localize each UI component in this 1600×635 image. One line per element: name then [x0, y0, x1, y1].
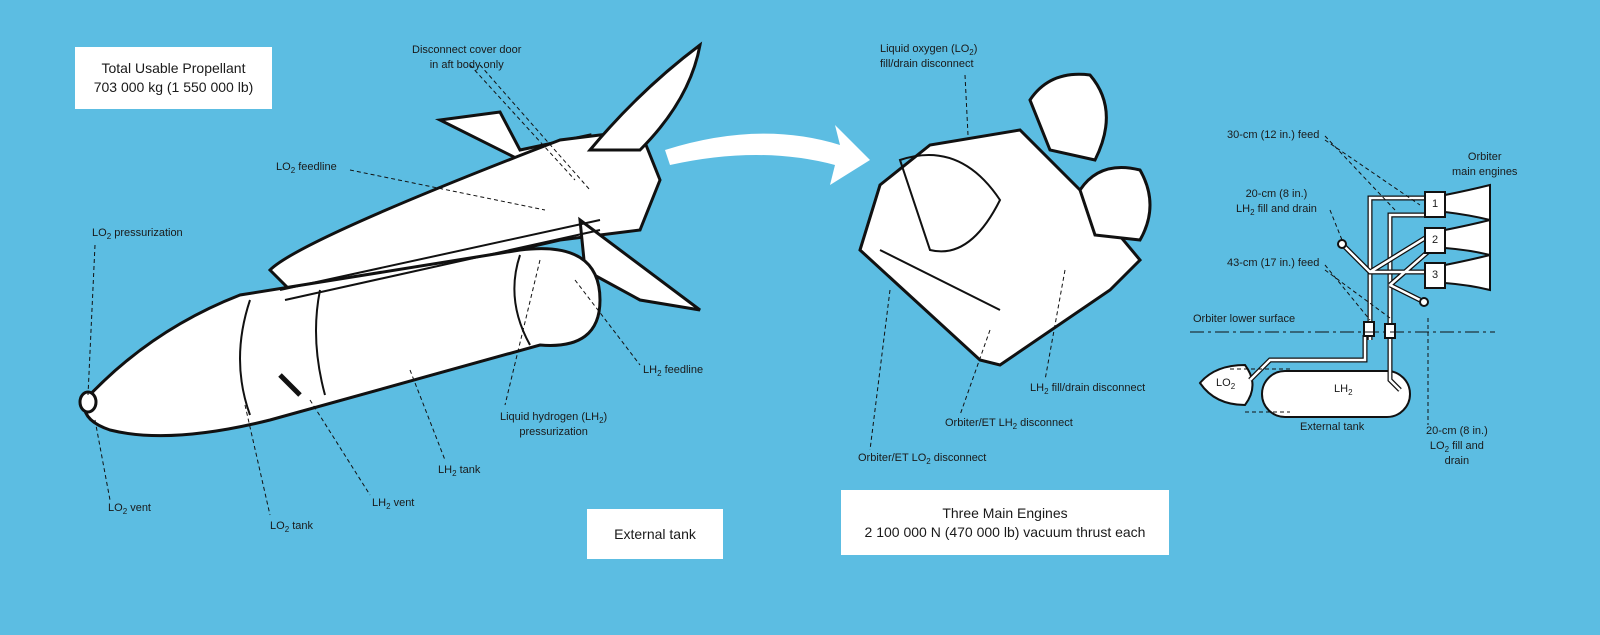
cover-door-line1: Disconnect cover door	[412, 44, 522, 56]
engine-nozzle-2	[1078, 166, 1152, 242]
label-lh2-fill-disconnect: LH2 fill/drain disconnect	[1030, 382, 1146, 396]
label-lh2-pressurization: Liquid hydrogen (LH2) pressurization	[500, 411, 608, 438]
label-30cm-feed: 30-cm (12 in.) feed	[1227, 129, 1320, 141]
propellant-title: Total Usable Propellant	[101, 60, 246, 76]
label-lh2-vent: LH2 vent	[372, 497, 415, 511]
engines-value: 2 100 000 N (470 000 lb) vacuum thrust e…	[864, 523, 1146, 540]
engines-box: Three Main Engines 2 100 000 N (470 000 …	[841, 490, 1169, 555]
label-lh2-tank: LH2 tank	[438, 464, 481, 478]
label-lo2-fill-disconnect: Liquid oxygen (LO2) fill/drain disconnec…	[880, 43, 978, 70]
external-tank-body	[82, 247, 602, 438]
label-lh2-feedline: LH2 feedline	[643, 364, 704, 378]
left-leader-lines	[87, 64, 641, 516]
label-lo2-fill-drain: 20-cm (8 in.) LO2 fill and drain	[1426, 425, 1488, 467]
label-lh2-fill-drain: 20-cm (8 in.) LH2 fill and drain	[1236, 188, 1317, 217]
engine-number-3: 3	[1432, 269, 1439, 281]
orbiter-wing	[578, 216, 701, 312]
label-orbiter-lower-surface: Orbiter lower surface	[1193, 313, 1296, 325]
external-tank-box: External tank	[587, 509, 723, 559]
engine-number-2: 2	[1432, 234, 1439, 246]
engine-nozzle-1	[1028, 72, 1108, 162]
label-et-lh2-disconnect: Orbiter/ET LH2 disconnect	[945, 417, 1073, 431]
arrow-icon	[665, 125, 870, 185]
label-lh2-schematic-tank: LH2	[1334, 383, 1353, 397]
middle-leader-lines	[869, 74, 1066, 451]
lo2-tank-shape	[1198, 363, 1254, 407]
engines-title: Three Main Engines	[942, 504, 1068, 521]
orbiter-vertical-tail	[586, 41, 703, 152]
label-lo2-schematic-tank: LO2	[1216, 377, 1236, 391]
external-tank-title: External tank	[614, 525, 696, 542]
propellant-schematic	[1190, 135, 1495, 425]
label-external-tank-schematic: External tank	[1300, 421, 1365, 433]
label-lo2-feedline: LO2 feedline	[276, 161, 337, 175]
label-et-lo2-disconnect: Orbiter/ET LO2 disconnect	[858, 452, 987, 466]
label-43cm-feed: 43-cm (17 in.) feed	[1227, 257, 1320, 269]
orbiter-body	[267, 128, 662, 302]
propellant-box: Total Usable Propellant 703 000 kg (1 55…	[75, 47, 272, 109]
engine-number-1: 1	[1432, 198, 1439, 210]
label-cover-door: Disconnect cover door in aft body only	[412, 43, 521, 73]
lh2-tank-shape	[1261, 370, 1411, 418]
label-lo2-tank: LO2 tank	[270, 520, 313, 534]
cover-door-line2: in aft body only	[429, 59, 504, 71]
label-lo2-vent: LO2 vent	[108, 502, 151, 516]
engine-compartment-drawing	[858, 72, 1152, 367]
label-lo2-pressurization: LO2 pressurization	[92, 227, 183, 241]
propellant-value: 703 000 kg (1 550 000 lb)	[93, 79, 254, 95]
